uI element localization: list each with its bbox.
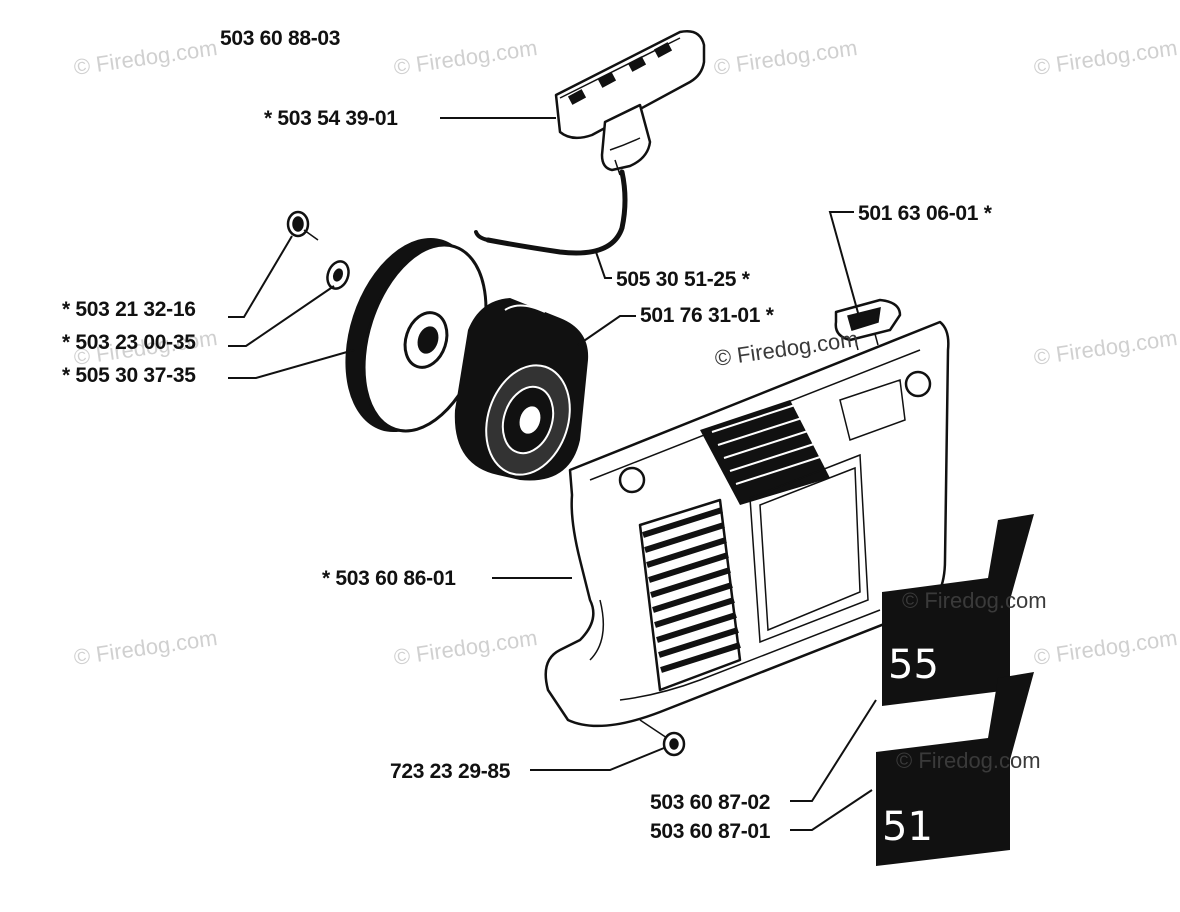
leader-starter-rope bbox=[595, 251, 612, 279]
starter-housing-drawing bbox=[544, 320, 950, 728]
leader-cover-plug bbox=[828, 211, 861, 321]
starter-rope-drawing bbox=[474, 169, 628, 256]
leader-housing-screw bbox=[530, 747, 665, 771]
assembly-number-label: 503 60 88-03 bbox=[220, 27, 340, 50]
part-label-washer: * 503 23 00-35 bbox=[62, 331, 196, 354]
decal-51-number: 51 bbox=[882, 804, 933, 850]
decal-51-drawing: © Firedog.com 51 bbox=[876, 672, 1041, 866]
watermark: © Firedog.com bbox=[1032, 35, 1179, 80]
watermark: © Firedog.com bbox=[72, 35, 219, 80]
washer-drawing bbox=[326, 260, 350, 290]
watermark: © Firedog.com bbox=[72, 625, 219, 670]
part-labels: 503 60 88-03 * 503 54 39-01 505 30 51-25… bbox=[62, 27, 993, 843]
watermark: © Firedog.com bbox=[392, 35, 539, 80]
leader-decal-51 bbox=[790, 789, 873, 831]
rope-pulley-drawing bbox=[345, 237, 488, 433]
decal-55-number: 55 bbox=[888, 642, 939, 688]
leader-decal-55 bbox=[790, 699, 877, 802]
cover-plug-drawing bbox=[834, 298, 902, 351]
decal-55-drawing: © Firedog.com 55 bbox=[882, 514, 1047, 706]
screw-drawing bbox=[286, 210, 319, 241]
part-label-recoil-spring-housing: 501 76 31-01 * bbox=[640, 304, 775, 327]
watermark: © Firedog.com bbox=[1032, 625, 1179, 670]
part-label-handle: * 503 54 39-01 bbox=[264, 107, 398, 130]
leader-lines bbox=[228, 117, 877, 831]
part-label-cover-plug: 501 63 06-01 * bbox=[858, 202, 993, 225]
watermark: © Firedog.com bbox=[1032, 325, 1179, 370]
housing-screw-drawing bbox=[639, 719, 686, 757]
leader-washer bbox=[228, 285, 335, 347]
watermark: © Firedog.com bbox=[392, 625, 539, 670]
leader-recoil-spring-housing bbox=[577, 315, 636, 346]
leader-screw bbox=[228, 235, 293, 318]
part-label-screw: * 503 21 32-16 bbox=[62, 298, 196, 321]
part-label-decal-55: 503 60 87-02 bbox=[650, 791, 770, 814]
watermark: © Firedog.com bbox=[896, 748, 1041, 773]
part-label-starter-rope: 505 30 51-25 * bbox=[616, 268, 751, 291]
part-label-starter-housing: * 503 60 86-01 bbox=[322, 567, 456, 590]
recoil-spring-housing-drawing bbox=[454, 298, 589, 481]
watermark: © Firedog.com bbox=[712, 35, 859, 80]
leader-rope-pulley bbox=[228, 349, 355, 379]
part-label-housing-screw: 723 23 29-85 bbox=[390, 760, 511, 783]
handle-drawing bbox=[554, 30, 706, 176]
watermark: © Firedog.com bbox=[902, 588, 1047, 613]
part-label-rope-pulley: * 505 30 37-35 bbox=[62, 364, 196, 387]
part-label-decal-51: 503 60 87-01 bbox=[650, 820, 771, 843]
